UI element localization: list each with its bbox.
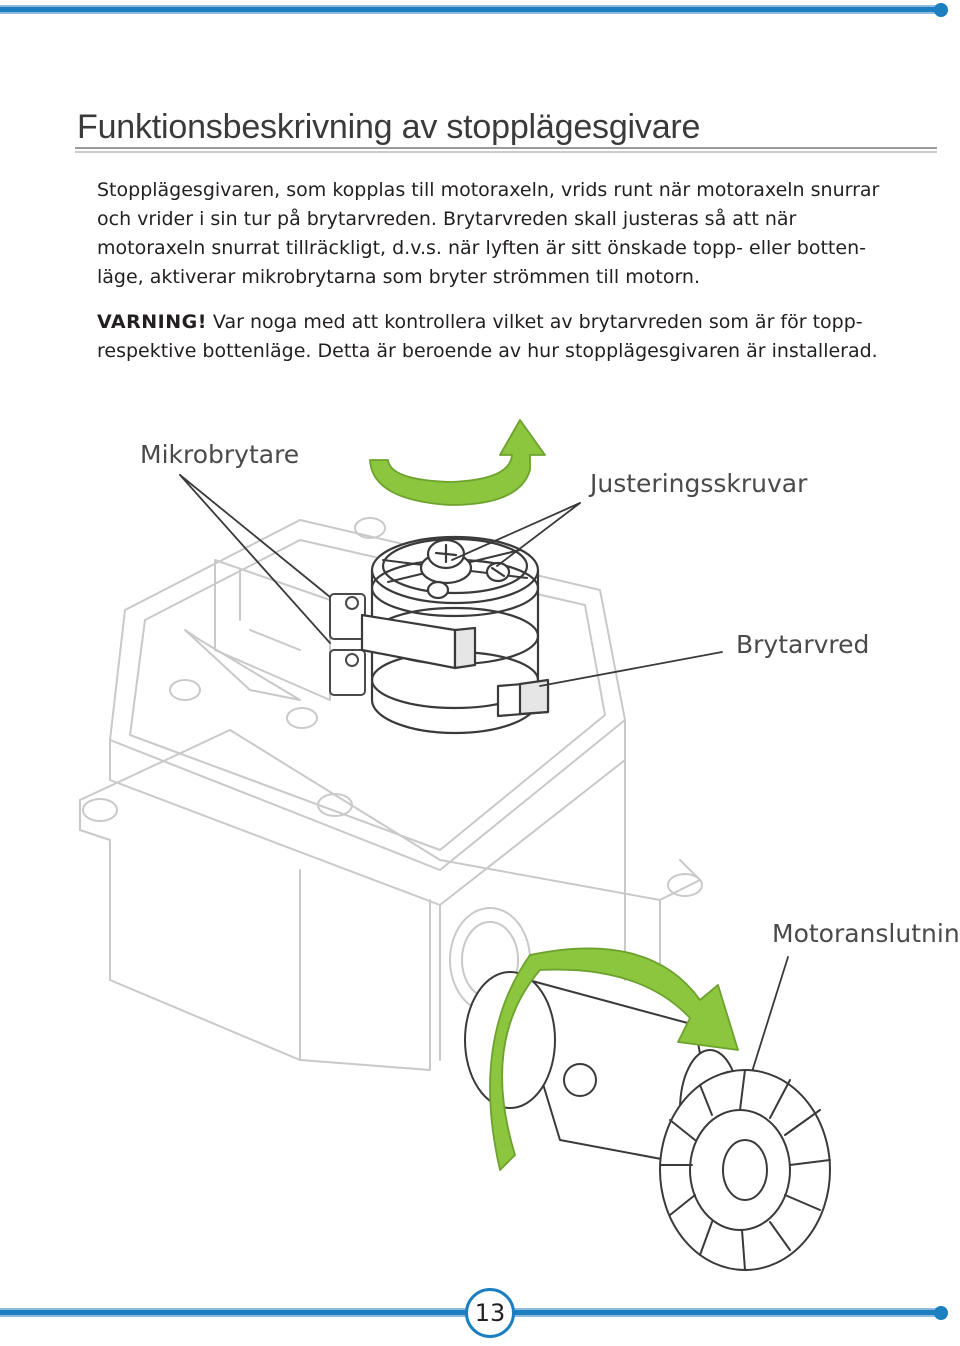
label-motor-connection: Motoranslutning	[772, 919, 960, 948]
label-adjust-screws: Justeringsskruvar	[590, 469, 808, 498]
page-number: 13	[474, 1299, 506, 1327]
limit-switch-illustration	[79, 419, 831, 1271]
page-number-badge: 13	[465, 1288, 515, 1338]
warning-paragraph: VARNING! Var noga med att kontrollera vi…	[97, 308, 887, 366]
label-switch-cam: Brytarvred	[736, 630, 870, 659]
title-underline	[75, 147, 937, 153]
warning-text: Var noga med att kontrollera vilket av b…	[97, 311, 878, 362]
top-decorative-bar	[0, 0, 960, 20]
page-title: Funktionsbeskrivning av stopplägesgivare	[77, 108, 701, 146]
warning-label: VARNING!	[97, 311, 207, 333]
label-microswitch: Mikrobrytare	[140, 440, 300, 469]
description-paragraph: Stopplägesgivaren, som kopplas till moto…	[97, 179, 880, 288]
